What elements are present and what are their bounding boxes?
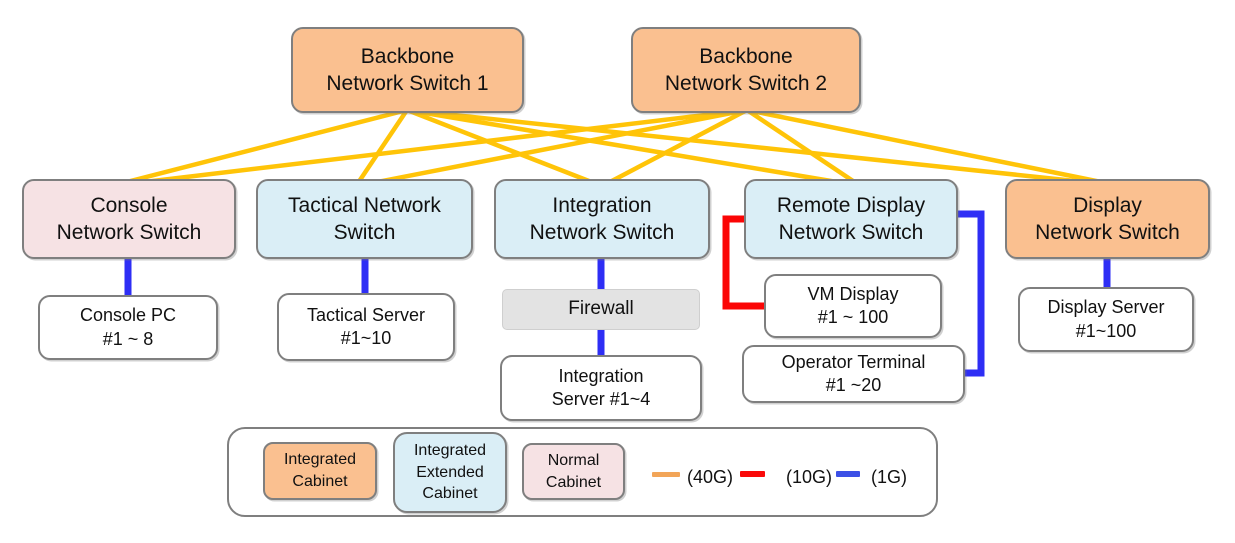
legend-40g-label: (40G) [687, 467, 734, 487]
link-40g-backbone1-console-switch [120, 107, 410, 186]
legend-1g-label: (1G) [871, 467, 907, 487]
legend-integrated-cabinet: Integrated Cabinet [263, 442, 377, 500]
node-operator-terminal: Operator Terminal #1 ~20 [742, 345, 965, 403]
node-console-network-switch: Console Network Switch [22, 179, 236, 259]
node-vm-display: VM Display #1 ~ 100 [764, 274, 942, 338]
node-display-network-switch: Display Network Switch [1005, 179, 1210, 259]
legend-1g-line-swatch [836, 471, 860, 477]
link-40g-backbone2-remote-switch [744, 107, 859, 186]
node-tactical-server: Tactical Server #1~10 [277, 293, 455, 361]
legend-40g-line-swatch [652, 472, 680, 477]
link-40g-backbone2-display-switch [744, 107, 1109, 186]
link-40g-backbone2-console-switch [133, 107, 750, 186]
legend-10g-label: (10G) [786, 467, 833, 487]
node-console-pc: Console PC #1 ~ 8 [38, 295, 218, 360]
link-40g-backbone2-tactical-switch [369, 107, 750, 186]
node-backbone-network-switch-2: Backbone Network Switch 2 [631, 27, 861, 113]
link-40g-backbone1-display-switch [404, 107, 1097, 186]
legend-integrated-extended-cabinet: Integrated Extended Cabinet [393, 432, 507, 513]
link-10g-remote-switch-vm-display [722, 215, 766, 310]
node-integration-network-switch: Integration Network Switch [494, 179, 710, 259]
link-40g-backbone1-remote-switch [404, 107, 846, 186]
legend-10g-line-swatch [740, 471, 765, 477]
legend-normal-cabinet: Normal Cabinet [522, 443, 625, 500]
link-40g-backbone1-integration-switch [404, 107, 597, 186]
node-remote-display-network-switch: Remote Display Network Switch [744, 179, 958, 259]
node-display-server: Display Server #1~100 [1018, 287, 1194, 352]
link-1g-remote-switch-operator-terminal [956, 210, 985, 377]
node-tactical-network-switch: Tactical Network Switch [256, 179, 473, 259]
link-40g-backbone1-tactical-switch [355, 107, 410, 186]
node-firewall: Firewall [502, 289, 700, 330]
node-integration-server: Integration Server #1~4 [500, 355, 702, 421]
link-40g-backbone2-integration-switch [605, 107, 750, 186]
node-backbone-network-switch-1: Backbone Network Switch 1 [291, 27, 524, 113]
